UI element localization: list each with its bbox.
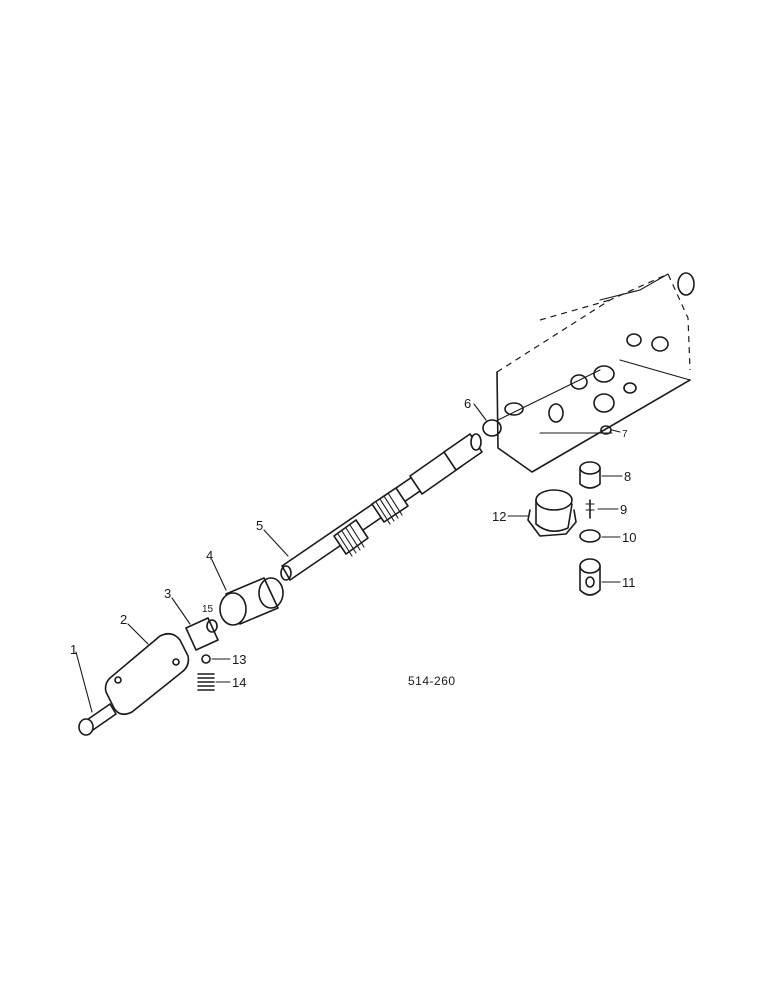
part-12-valve-body: 12 <box>492 489 577 537</box>
part-14-spring: 14 <box>197 673 246 691</box>
callout-4: 4 <box>206 548 213 563</box>
callout-8: 8 <box>624 469 631 484</box>
callout-2: 2 <box>120 612 127 627</box>
callout-11: 11 <box>622 575 636 590</box>
part-10-o-ring: 10 <box>579 529 636 545</box>
part-2-cover-plate: 2 <box>104 612 190 716</box>
callout-12: 12 <box>492 509 506 524</box>
part-4-cap: 4 <box>206 548 284 626</box>
part-5-spool: 5 <box>256 433 483 581</box>
callout-7-group: 7 <box>611 429 628 440</box>
callout-10: 10 <box>622 530 636 545</box>
callout-15: 15 <box>202 604 214 615</box>
valve-housing <box>496 273 691 473</box>
callout-6: 6 <box>464 396 471 411</box>
part-9-pin: 9 <box>585 499 627 519</box>
part-13-ball: 13 <box>201 652 246 667</box>
callout-14: 14 <box>232 675 246 690</box>
part-11-poppet: 11 <box>579 558 636 596</box>
callout-3: 3 <box>164 586 171 601</box>
callout-13: 13 <box>232 652 246 667</box>
part-1-cap-screw: 1 <box>70 642 117 736</box>
part-6-o-ring: 6 <box>464 396 502 437</box>
callout-7: 7 <box>622 429 628 440</box>
o-ring-housing <box>677 272 695 296</box>
part-8-plug: 8 <box>579 461 631 489</box>
callout-9: 9 <box>620 502 627 517</box>
callout-5: 5 <box>256 518 263 533</box>
figure-reference-code: 514-260 <box>408 674 456 688</box>
callout-1: 1 <box>70 642 77 657</box>
part-3-detent: 3 15 <box>164 586 219 651</box>
